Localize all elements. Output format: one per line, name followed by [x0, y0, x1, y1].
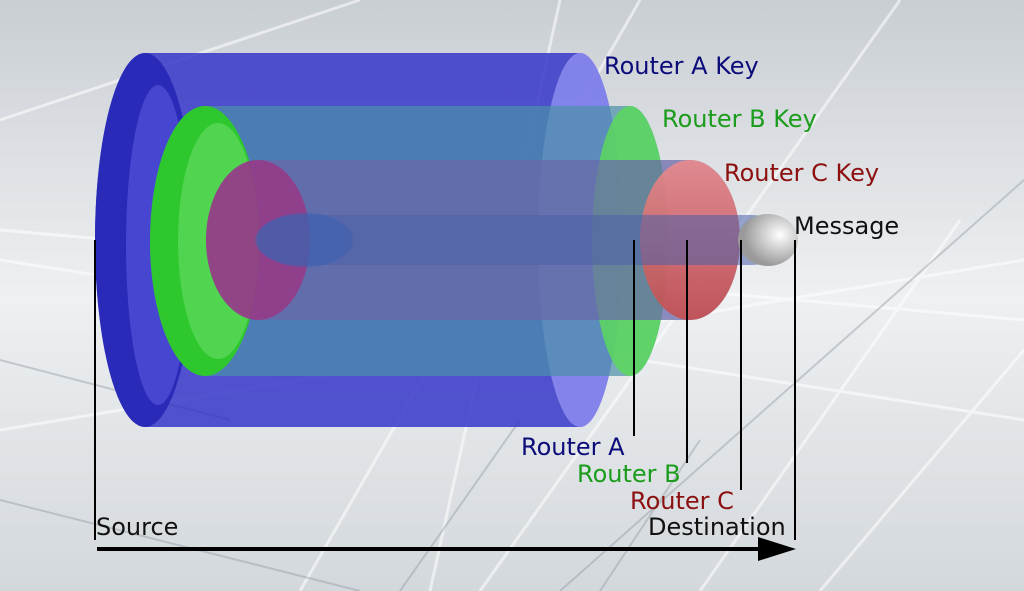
- message-layer: [255, 213, 798, 267]
- message-capsule: [738, 214, 798, 266]
- router-a-key-label: Router A Key: [604, 52, 759, 80]
- router-marker-lines: [94, 240, 796, 540]
- destination-label: Destination: [648, 513, 786, 541]
- arrow-head: [758, 537, 796, 561]
- router-a-label: Router A: [521, 433, 625, 461]
- direction-arrow: [97, 537, 796, 561]
- message-label: Message: [794, 212, 899, 240]
- router-b-label: Router B: [577, 460, 681, 488]
- router-c-key-label: Router C Key: [724, 159, 879, 187]
- router-c-label: Router C: [630, 487, 734, 515]
- message-near-end: [257, 213, 353, 267]
- router-b-key-label: Router B Key: [662, 105, 817, 133]
- message-body: [255, 215, 795, 265]
- source-label: Source: [96, 513, 178, 541]
